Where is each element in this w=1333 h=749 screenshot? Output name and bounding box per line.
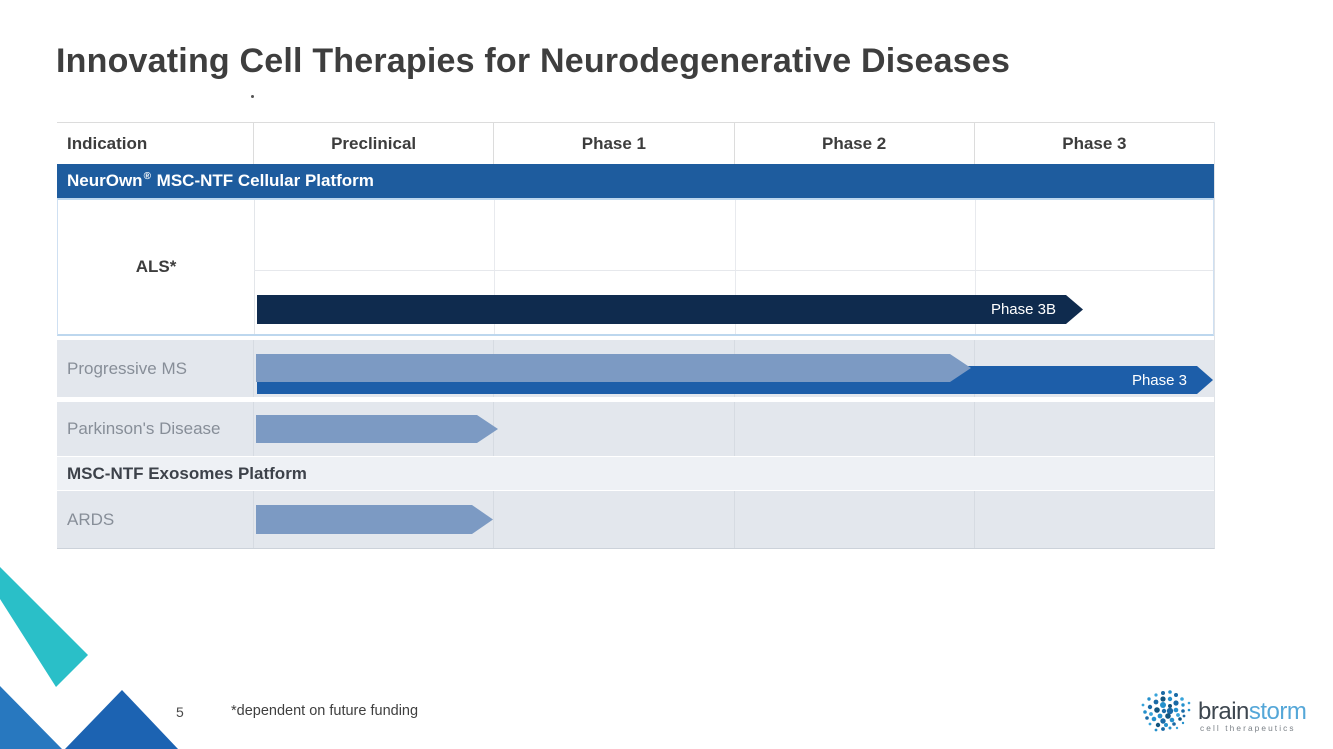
column-header-phase2: Phase 2 — [733, 123, 974, 164]
parkinsons-arrow — [256, 415, 498, 443]
brainstorm-logo-dots-icon — [1141, 690, 1191, 732]
registered-mark: ® — [143, 171, 151, 183]
teal-ribbon-shape — [0, 567, 88, 687]
platform-cellular-name: NeurOwn® MSC-NTF Cellular Platform — [67, 171, 374, 190]
indication-ards: ARDS — [67, 509, 115, 529]
brainstorm-logo: brainstorm cell therapeutics — [1141, 690, 1307, 733]
platform-band-cellular: NeurOwn® MSC-NTF Cellular Platform — [57, 164, 1214, 198]
ards-row: ARDS — [57, 491, 1214, 548]
indication-als: ALS* — [135, 257, 177, 276]
indication-progressive-ms: Progressive MS — [67, 358, 187, 378]
ards-arrow — [256, 505, 493, 534]
brand-wordmark: brainstorm — [1198, 698, 1306, 725]
gridline — [494, 200, 495, 334]
pipeline-table: Indication Preclinical Phase 1 Phase 2 P… — [57, 122, 1215, 549]
als-phase3-arrow-label: Phase 3 — [1131, 371, 1187, 389]
footnote: *dependent on future funding — [231, 703, 419, 719]
platform-band-exosomes: MSC-NTF Exosomes Platform — [57, 457, 1214, 490]
gridline — [735, 200, 736, 334]
gridline — [253, 402, 254, 456]
page-number: 5 — [176, 704, 184, 720]
gridline — [974, 402, 975, 456]
parkinsons-row: Parkinson's Disease — [57, 402, 1214, 456]
als-phase3b-arrow-label: Phase 3B — [990, 301, 1056, 318]
als-phase3b-arrow: Phase 3B — [257, 295, 1083, 324]
blue-triangle-shape — [65, 690, 178, 749]
progressive-ms-arrow — [256, 354, 971, 382]
als-section: ALS* Phase 3B Phase 3 — [57, 198, 1214, 336]
gridline — [253, 340, 254, 397]
brand-tagline: cell therapeutics — [1200, 723, 1296, 733]
stray-dot — [251, 95, 254, 98]
pipeline-header-row: Indication Preclinical Phase 1 Phase 2 P… — [57, 122, 1214, 164]
column-header-phase3: Phase 3 — [973, 123, 1214, 164]
gridline — [254, 200, 255, 334]
indication-parkinsons: Parkinson's Disease — [67, 419, 221, 438]
blue-corner-shape — [0, 686, 62, 749]
gridline — [975, 200, 976, 334]
column-header-phase1: Phase 1 — [493, 123, 733, 164]
gridline — [253, 491, 254, 548]
gridline — [734, 491, 735, 548]
gridline — [734, 402, 735, 456]
corner-decoration — [0, 567, 178, 749]
gridline — [974, 491, 975, 548]
slide-title: Innovating Cell Therapies for Neurodegen… — [56, 42, 1011, 80]
column-header-indication: Indication — [67, 133, 148, 153]
gridline — [493, 491, 494, 548]
column-header-preclinical: Preclinical — [253, 123, 493, 164]
gridline — [254, 270, 1213, 271]
